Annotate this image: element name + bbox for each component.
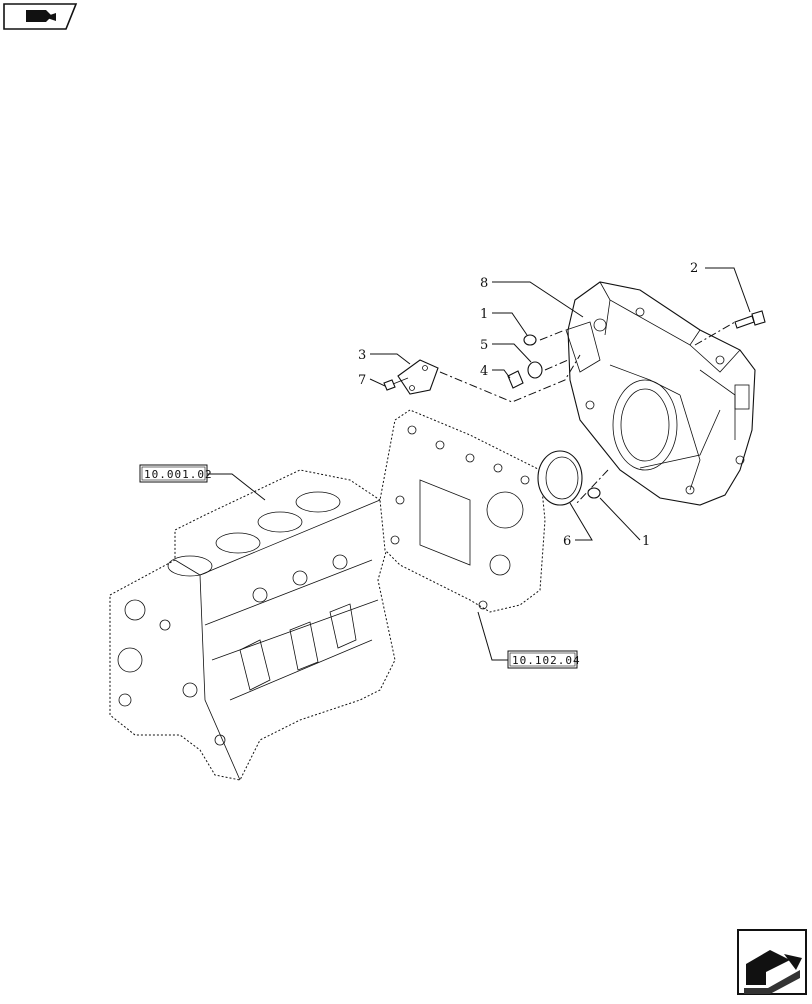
cap-part-4: [507, 370, 524, 389]
callout-4: 4: [480, 364, 488, 379]
engine-block-drawing: [109, 469, 396, 781]
callout-6: 6: [563, 534, 571, 549]
ref-label-gear-plate: 10.102.04: [512, 654, 581, 667]
callout-2: 2: [690, 261, 698, 276]
screw-part-2: [734, 310, 766, 329]
callout-5: 5: [480, 338, 488, 353]
plug-part-1b: [587, 487, 601, 499]
next-page-icon: [744, 950, 802, 994]
screw-part-7: [383, 377, 409, 391]
seal-ring-part-6: [537, 450, 583, 506]
callout-1-top: 1: [480, 307, 488, 322]
callout-8: 8: [480, 276, 488, 291]
plug-part-1a: [523, 334, 537, 346]
gear-plate-drawing: [379, 409, 546, 613]
oring-part-5: [527, 361, 543, 379]
next-page-button[interactable]: [737, 929, 807, 995]
prev-page-icon: [26, 10, 56, 22]
cover-plate-part: [397, 359, 439, 395]
callout-1-bottom: 1: [642, 534, 650, 549]
callout-7: 7: [358, 373, 366, 388]
prev-page-button[interactable]: [3, 3, 78, 30]
ref-label-engine-block: 10.001.02: [144, 468, 213, 481]
ref-link-engine-block[interactable]: 10.001.02: [139, 464, 213, 483]
callout-3: 3: [358, 348, 366, 363]
flywheel-housing-drawing: [567, 281, 756, 506]
gasket-part-8: [565, 321, 601, 373]
ref-link-gear-plate[interactable]: 10.102.04: [507, 650, 581, 669]
